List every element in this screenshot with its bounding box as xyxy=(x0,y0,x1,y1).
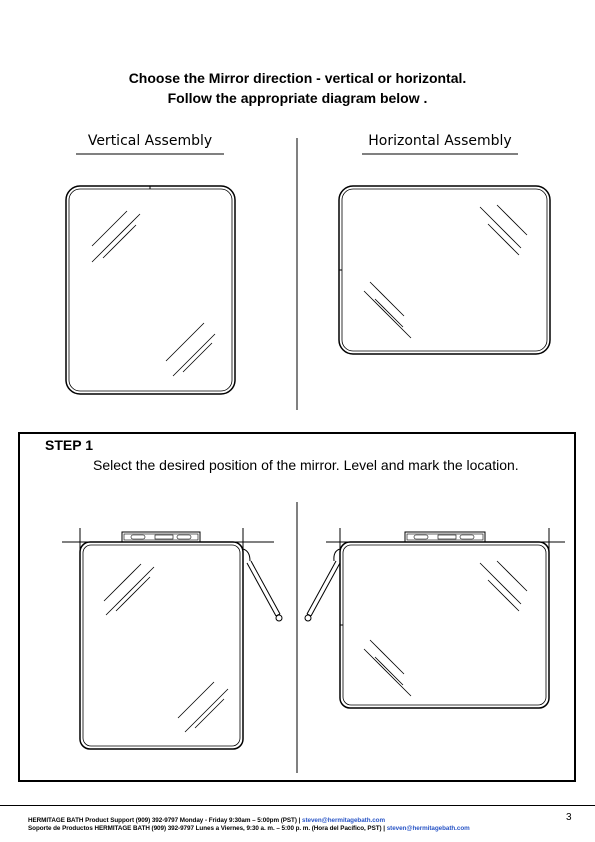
step-horizontal-mirror-diagram xyxy=(304,528,565,709)
vertical-mirror-diagram xyxy=(65,185,236,395)
footer-support-es: Soporte de Productos HERMITAGE BATH (909… xyxy=(28,825,470,832)
page-number: 3 xyxy=(566,812,572,823)
support-email-link[interactable]: steven@hermitagebath.com xyxy=(302,817,385,824)
footer-support-en-text: HERMITAGE BATH Product Support (909) 392… xyxy=(28,817,301,824)
footer-support-en: HERMITAGE BATH Product Support (909) 392… xyxy=(28,817,385,824)
support-email-link-es[interactable]: steven@hermitagebath.com xyxy=(386,825,470,832)
footer-support-es-text: Soporte de Productos HERMITAGE BATH (909… xyxy=(28,825,385,832)
horizontal-mirror-diagram xyxy=(338,185,551,355)
vertical-assembly-title: Vertical Assembly xyxy=(87,133,213,149)
step-title: STEP 1 xyxy=(45,437,93,453)
step-instruction: Select the desired position of the mirro… xyxy=(93,457,519,473)
step-1-panel xyxy=(18,432,576,782)
step-vertical-mirror-diagram xyxy=(62,528,283,750)
horizontal-assembly-title: Horizontal Assembly xyxy=(368,133,512,149)
footer-rule xyxy=(0,805,595,806)
instruction-line-1: Choose the Mirror direction - vertical o… xyxy=(128,70,467,86)
instruction-line-2: Follow the appropriate diagram below . xyxy=(167,90,428,106)
